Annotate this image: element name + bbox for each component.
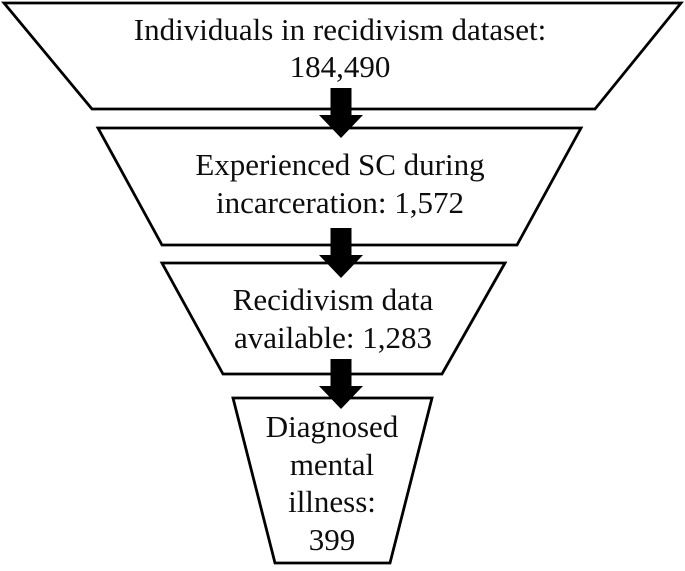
funnel-stage-1-text-line-2: 184,490 <box>290 49 391 84</box>
funnel-stage-3-shape <box>159 261 508 376</box>
funnel-stage-4-text-line-3: illness: <box>288 484 376 519</box>
funnel-stage-2-text-line-1: Experienced SC during <box>195 147 484 182</box>
funnel-stage-1-text-line-1: Individuals in recidivism dataset: <box>134 12 546 47</box>
funnel-stage-3-text-line-1: Recidivism data <box>233 282 434 317</box>
funnel-stage-4-text-line-2: mental <box>290 447 374 482</box>
funnel-stage-2-shape <box>95 126 584 247</box>
down-arrow-icon <box>319 359 363 409</box>
funnel-stage-3-text-line-2: available: 1,283 <box>234 320 432 355</box>
down-arrow-icon <box>319 88 363 138</box>
funnel-stage-4-shape <box>231 396 434 565</box>
funnel-stage-4-text-line-1: Diagnosed <box>266 409 399 444</box>
down-arrow-icon <box>319 228 363 278</box>
funnel-stage-4-text-line-4: 399 <box>309 522 356 557</box>
funnel-stage-2-text-line-2: incarceration: 1,572 <box>216 185 464 220</box>
funnel-stage-1-shape <box>1 1 684 111</box>
